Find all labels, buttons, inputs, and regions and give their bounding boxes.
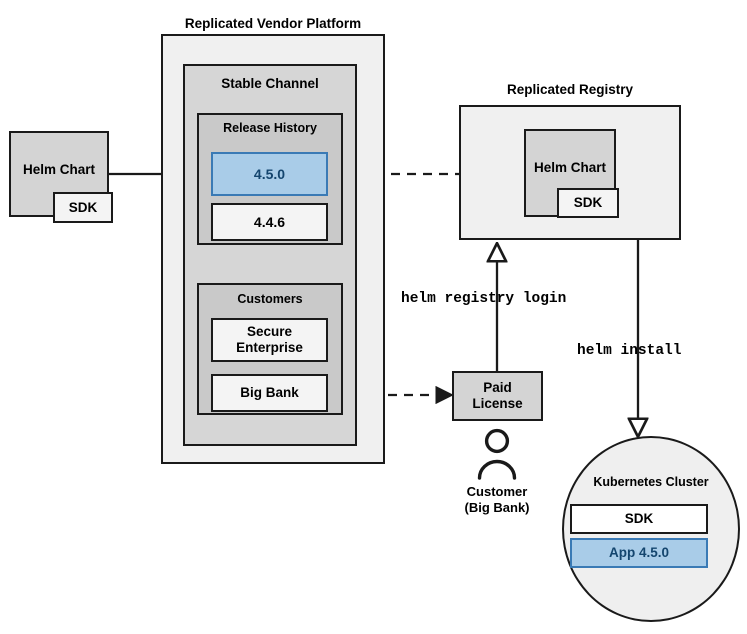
customer-item-secure-enterprise-label: Secure Enterprise <box>236 324 303 355</box>
replicated-registry-title: Replicated Registry <box>506 82 634 97</box>
customer-persona-line1: Customer <box>466 484 528 499</box>
customer-person-icon <box>474 428 520 480</box>
registry-helm-chart-label: Helm Chart <box>533 160 606 176</box>
customer-item-big-bank[interactable]: Big Bank <box>211 374 328 412</box>
stable-channel-heading: Stable Channel <box>221 76 319 91</box>
customer-persona-line2: (Big Bank) <box>464 500 530 516</box>
paid-license-node[interactable]: Paid License <box>452 371 543 421</box>
cluster-item-sdk[interactable]: SDK <box>570 504 708 534</box>
cluster-item-app-4-5-0[interactable]: App 4.5.0 <box>570 538 708 568</box>
paid-license-line1: Paid <box>483 380 512 396</box>
kubernetes-cluster-heading: Kubernetes Cluster <box>593 475 709 489</box>
command-helm-registry-login: helm registry login <box>401 291 567 307</box>
customer-item-secure-enterprise[interactable]: Secure Enterprise <box>211 318 328 362</box>
command-helm-install: helm install <box>577 343 682 359</box>
release-item-4-4-6[interactable]: 4.4.6 <box>211 203 328 241</box>
registry-helm-chart-sdk[interactable]: SDK <box>557 188 619 218</box>
release-history-heading: Release History <box>223 121 317 135</box>
source-helm-chart-sdk[interactable]: SDK <box>53 192 113 223</box>
source-helm-chart-label: Helm Chart <box>22 162 95 178</box>
paid-license-line2: License <box>472 396 523 411</box>
release-item-4-5-0[interactable]: 4.5.0 <box>211 152 328 196</box>
customers-heading: Customers <box>237 292 303 306</box>
vendor-platform-title: Replicated Vendor Platform <box>184 16 362 31</box>
customer-persona-label: Customer (Big Bank) <box>421 484 573 517</box>
